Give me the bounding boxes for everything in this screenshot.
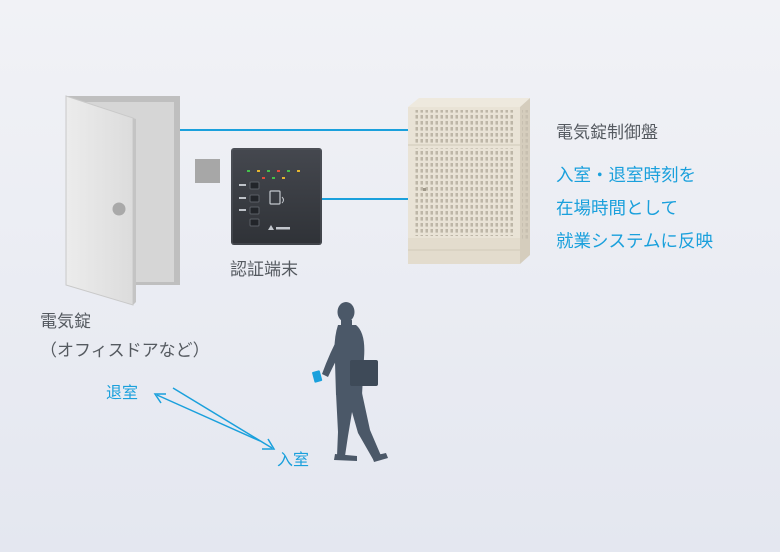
electric-lock-label: 電気錠 （オフィスドアなど） [40,308,210,366]
enter-arrow [172,387,276,450]
electric-lock-door [65,95,180,306]
exit-arrow [153,393,261,442]
electric-lock-name: 電気錠 [40,312,91,332]
electric-lock-note: （オフィスドアなど） [40,341,210,361]
controller-description-line: 入室・退室時刻を [556,166,696,186]
person-figure [312,302,388,462]
terminal-keys [239,181,260,227]
lock-controller-cabinet [408,98,530,264]
card-reader-box [195,159,220,183]
controller-description-line: 在場時間として [556,199,678,219]
auth-terminal-name: 認証端末 [230,260,298,280]
controller-description-line: 就業システムに反映 [556,232,713,252]
card-reader-icon [269,190,284,205]
exit-label: 退室 [106,383,139,402]
door-knob [112,202,126,216]
auth-terminal-device [231,148,322,245]
controller-description: 入室・退室時刻を 在場時間として 就業システムに反映 [556,160,713,259]
brand-logo-icon [268,225,290,230]
enter-label: 入室 [277,450,310,469]
controller-name: 電気錠制御盤 [556,123,658,143]
status-leds [247,170,300,179]
